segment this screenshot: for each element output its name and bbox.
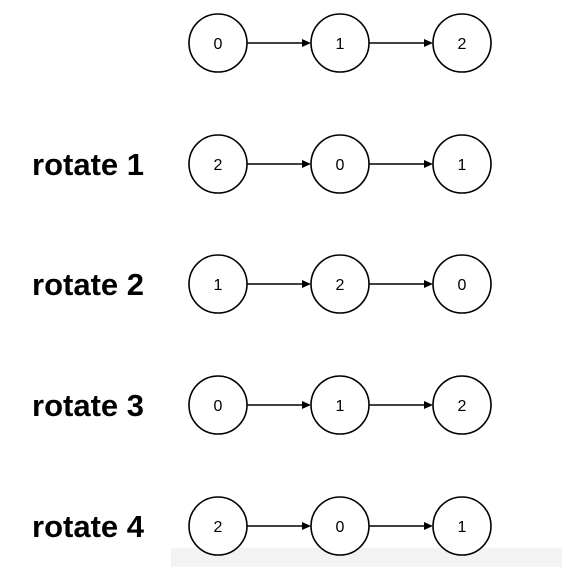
node-value: 0 bbox=[336, 519, 345, 536]
node-circle bbox=[188, 13, 248, 73]
node-circle bbox=[188, 375, 248, 435]
list-node: 0 bbox=[432, 254, 492, 314]
list-node: 1 bbox=[432, 134, 492, 194]
node-value: 1 bbox=[336, 36, 345, 53]
list-node: 2 bbox=[188, 134, 248, 194]
node-value: 2 bbox=[214, 157, 223, 174]
list-node: 2 bbox=[432, 375, 492, 435]
node-circle bbox=[310, 496, 370, 556]
node-value: 1 bbox=[458, 519, 467, 536]
row-label: rotate 3 bbox=[32, 388, 144, 423]
node-circle bbox=[188, 254, 248, 314]
diagram-row: rotate 1 2 0 1 bbox=[32, 134, 492, 194]
node-circle bbox=[310, 13, 370, 73]
list-node: 2 bbox=[188, 496, 248, 556]
arrow-head bbox=[424, 280, 433, 288]
list-node: 0 bbox=[310, 496, 370, 556]
list-node: 1 bbox=[310, 13, 370, 73]
node-value: 1 bbox=[336, 398, 345, 415]
node-circle bbox=[310, 375, 370, 435]
node-value: 2 bbox=[458, 36, 467, 53]
node-circle bbox=[188, 496, 248, 556]
arrow-head bbox=[302, 39, 311, 47]
arrow-head bbox=[424, 39, 433, 47]
node-value: 0 bbox=[214, 398, 223, 415]
node-circle bbox=[310, 254, 370, 314]
node-circle bbox=[310, 134, 370, 194]
node-value: 1 bbox=[458, 157, 467, 174]
node-value: 0 bbox=[336, 157, 345, 174]
diagram-row: rotate 3 0 1 2 bbox=[32, 375, 492, 435]
node-value: 2 bbox=[214, 519, 223, 536]
arrow-head bbox=[302, 280, 311, 288]
row-label: rotate 4 bbox=[32, 509, 145, 544]
row-label: rotate 1 bbox=[32, 147, 144, 182]
node-circle bbox=[432, 375, 492, 435]
arrow-head bbox=[424, 160, 433, 168]
node-circle bbox=[432, 13, 492, 73]
node-value: 2 bbox=[458, 398, 467, 415]
list-node: 0 bbox=[188, 13, 248, 73]
arrow-head bbox=[424, 401, 433, 409]
node-circle bbox=[432, 254, 492, 314]
row-label: rotate 2 bbox=[32, 267, 144, 302]
list-node: 1 bbox=[432, 496, 492, 556]
list-node: 2 bbox=[432, 13, 492, 73]
node-value: 0 bbox=[214, 36, 223, 53]
node-circle bbox=[432, 134, 492, 194]
list-node: 0 bbox=[188, 375, 248, 435]
list-node: 1 bbox=[188, 254, 248, 314]
arrow-head bbox=[302, 401, 311, 409]
node-value: 0 bbox=[458, 277, 467, 294]
diagram-row: rotate 2 1 2 0 bbox=[32, 254, 492, 314]
node-circle bbox=[188, 134, 248, 194]
node-circle bbox=[432, 496, 492, 556]
node-value: 2 bbox=[336, 277, 345, 294]
list-node: 1 bbox=[310, 375, 370, 435]
diagram-row: rotate 4 2 0 1 bbox=[32, 496, 492, 556]
list-node: 2 bbox=[310, 254, 370, 314]
arrow-head bbox=[424, 522, 433, 530]
diagram-row: 0 1 2 bbox=[188, 13, 492, 73]
list-node: 0 bbox=[310, 134, 370, 194]
arrow-head bbox=[302, 522, 311, 530]
node-value: 1 bbox=[214, 277, 223, 294]
arrow-head bbox=[302, 160, 311, 168]
